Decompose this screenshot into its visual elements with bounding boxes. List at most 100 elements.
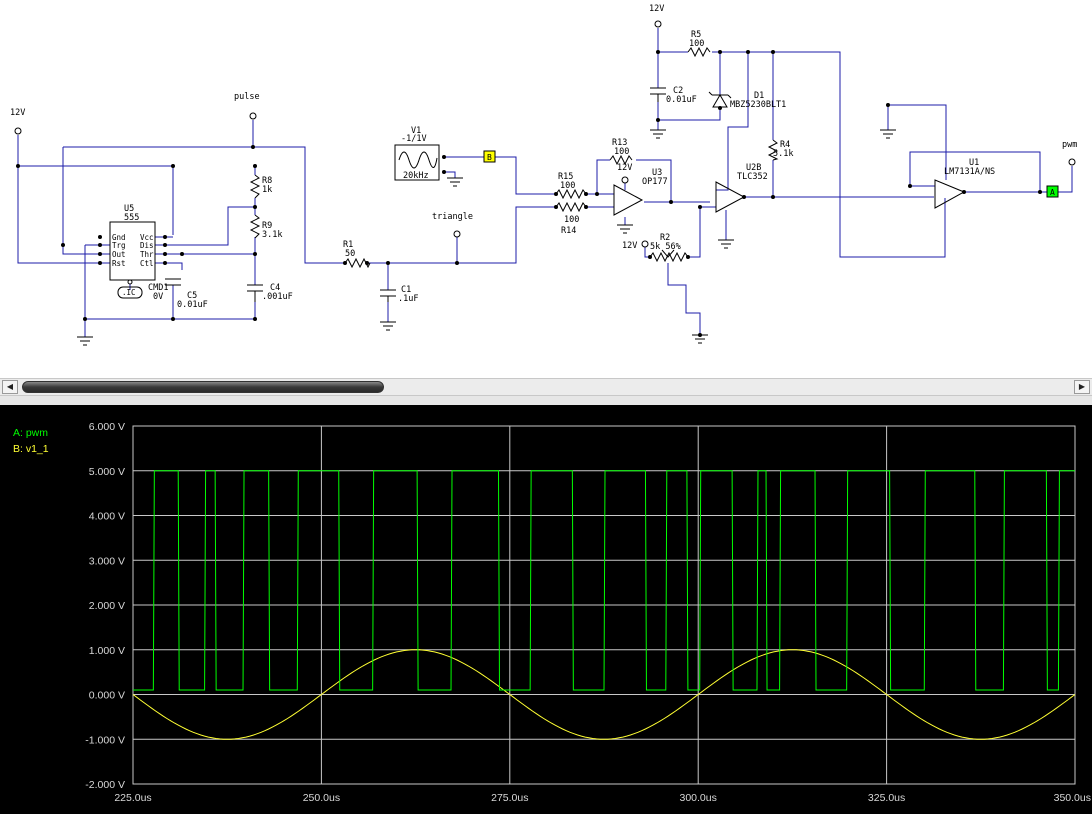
pane-splitter[interactable] (0, 396, 1092, 405)
resistor-r4 (767, 139, 779, 161)
legend-pwm: A: pwm (13, 427, 48, 439)
r15-ref: R15 (558, 172, 573, 182)
r14-value: 100 (564, 215, 579, 225)
c1-ref: C1 (401, 285, 411, 295)
trace-v1-1 (132, 649, 1076, 740)
ground-icon (447, 177, 463, 187)
x-tick-label: 225.0us (114, 792, 151, 804)
u3-ref: U3 (652, 168, 662, 178)
net-label-pulse: pulse (234, 92, 260, 102)
r5-value: 100 (689, 39, 704, 49)
wires (17, 28, 1073, 337)
y-tick-label: 4.000 V (89, 511, 125, 523)
ic-555[interactable] (109, 221, 156, 281)
resistor-r8 (249, 174, 261, 199)
pot-wiper (661, 249, 675, 258)
x-tick-label: 325.0us (868, 792, 905, 804)
r8-value: 1k (262, 185, 272, 195)
trace-pwm (133, 470, 1075, 691)
r2-value: 5k 56% (650, 242, 681, 252)
r9-ref: R9 (262, 221, 272, 231)
u5-value: 555 (124, 213, 139, 223)
u5-pin-trg: Trg (112, 241, 126, 250)
comparator-u1[interactable] (934, 179, 966, 209)
zener-diode-d1 (712, 94, 728, 108)
y-tick-label: 0.000 V (89, 690, 125, 702)
resistor-r1 (344, 257, 371, 269)
horizontal-scrollbar[interactable]: ◀ ▶ (0, 378, 1092, 396)
schematic-canvas[interactable]: B A 12V pulse triangle 12V 12V 12V pwm U… (0, 0, 1092, 378)
u2b-ref: U2B (746, 163, 761, 173)
terminal-12v-r2 (641, 240, 649, 248)
c5-value: 0.01uF (177, 300, 208, 310)
c4-ref: C4 (270, 283, 280, 293)
net-label-12v-left: 12V (10, 108, 25, 118)
v1-value: -1/1V (401, 134, 427, 144)
r15-value: 100 (560, 181, 575, 191)
probe-b[interactable] (483, 150, 496, 163)
cmd1-value: 0V (153, 292, 163, 302)
scroll-left-button[interactable]: ◀ (2, 380, 18, 394)
capacitor-c4 (247, 284, 263, 292)
r9-value: 3.1k (262, 230, 282, 240)
u1-value: LM7131A/NS (944, 167, 995, 177)
comparator-u2b[interactable] (715, 181, 746, 213)
r1-value: 50 (345, 249, 355, 259)
y-tick-label: -1.000 V (85, 734, 125, 746)
r5-ref: R5 (691, 30, 701, 40)
c2-ref: C2 (673, 86, 683, 96)
probe-b-label: B (487, 153, 492, 162)
opamp-u3[interactable] (613, 184, 644, 216)
u5-ref: U5 (124, 204, 134, 214)
ground-icon (77, 336, 93, 346)
u1-ref: U1 (969, 158, 979, 168)
x-tick-label: 300.0us (680, 792, 717, 804)
r14-ref: R14 (561, 226, 576, 236)
u3-value: OP177 (642, 177, 668, 187)
scroll-right-button[interactable]: ▶ (1074, 380, 1090, 394)
terminal-12v-u3 (621, 176, 629, 184)
junctions (16, 50, 1042, 337)
y-tick-label: 5.000 V (89, 466, 125, 478)
components (14, 20, 1076, 346)
net-label-triangle: triangle (432, 212, 473, 222)
capacitor-c1 (380, 289, 396, 297)
u5-pin-ctl: Ctl (140, 259, 154, 268)
x-tick-label: 250.0us (303, 792, 340, 804)
probe-a-label: A (1050, 188, 1055, 197)
r13-value: 100 (614, 147, 629, 157)
probe-a[interactable] (1046, 185, 1059, 198)
r4-value: 5.1k (773, 149, 793, 159)
capacitor-c5 (165, 278, 181, 286)
y-tick-label: 6.000 V (89, 421, 125, 433)
x-tick-label: 275.0us (491, 792, 528, 804)
terminal-12v-left (14, 127, 22, 135)
u5-pin-vcc: Vcc (140, 233, 154, 242)
ground-icon (880, 129, 896, 139)
terminal-pwm (1068, 158, 1076, 166)
y-tick-label: -2.000 V (85, 779, 125, 791)
u5-pin-dis: Dis (140, 241, 154, 250)
legend-v1-1: B: v1_1 (13, 443, 49, 455)
resistor-r9 (249, 214, 261, 239)
resistor-r15 (555, 188, 587, 200)
net-label-12v-top: 12V (649, 4, 664, 14)
v1-ref: V1 (411, 126, 421, 136)
d1-ref: D1 (754, 91, 764, 101)
ground-icon (617, 224, 633, 234)
c4-value: .001uF (262, 292, 293, 302)
y-tick-label: 1.000 V (89, 645, 125, 657)
y-axis: 6.000 V5.000 V4.000 V3.000 V2.000 V1.000… (85, 421, 125, 791)
sine-source-v1[interactable] (394, 144, 440, 181)
terminal-pulse (249, 112, 257, 120)
scroll-thumb[interactable] (22, 381, 384, 393)
ic-tag-label: .IC (122, 288, 136, 297)
ground-icon (718, 239, 734, 249)
r2-ref: R2 (660, 233, 670, 243)
net-label-pwm: pwm (1062, 140, 1077, 150)
c2-value: 0.01uF (666, 95, 697, 105)
x-tick-label: 350.0us (1054, 792, 1091, 804)
resistor-r5 (687, 46, 711, 58)
v1-frequency: 20kHz (403, 171, 429, 181)
